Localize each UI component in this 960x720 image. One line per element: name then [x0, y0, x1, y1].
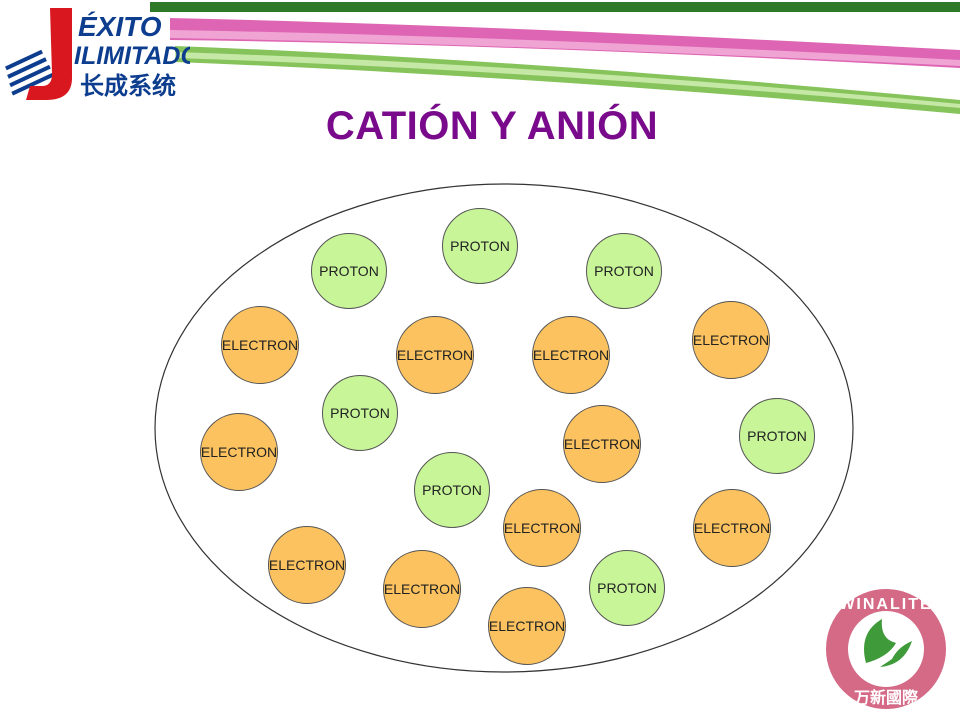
stripe-pink-light: [170, 30, 960, 66]
electron-label: ELECTRON: [488, 618, 566, 634]
stripe-green-dark: [150, 2, 960, 12]
logo-j-mark: [26, 8, 72, 100]
electron-label: ELECTRON: [268, 557, 346, 573]
proton-label: PROTON: [330, 405, 390, 421]
electron-label: ELECTRON: [221, 337, 299, 353]
winalite-leaf-icon-2: [880, 641, 912, 667]
proton-label: PROTON: [450, 238, 510, 254]
electron-particle: ELECTRON: [503, 489, 581, 567]
electron-particle: ELECTRON: [532, 316, 610, 394]
electron-particle: ELECTRON: [693, 489, 771, 567]
electron-label: ELECTRON: [396, 347, 474, 363]
winalite-chinese: 万新國際: [853, 688, 919, 707]
logo-bar-1: [5, 49, 43, 71]
electron-particle: ELECTRON: [563, 405, 641, 483]
proton-label: PROTON: [422, 482, 482, 498]
electron-particle: ELECTRON: [200, 413, 278, 491]
electron-label: ELECTRON: [692, 332, 770, 348]
logo-line1: ÉXITO: [78, 11, 162, 42]
exito-ilimitado-logo: ÉXITO ILIMITADO 长成系统: [5, 8, 190, 100]
slide-title: CATIÓN Y ANIÓN: [325, 104, 659, 148]
stripe-green-highlight: [175, 52, 960, 108]
electron-label: ELECTRON: [503, 520, 581, 536]
proton-particle: PROTON: [739, 398, 815, 474]
electron-particle: ELECTRON: [488, 587, 566, 665]
header-stripes: [150, 2, 960, 114]
electron-particle: ELECTRON: [383, 550, 461, 628]
proton-label: PROTON: [594, 263, 654, 279]
proton-particle: PROTON: [322, 375, 398, 451]
proton-particle: PROTON: [414, 452, 490, 528]
logo-bar-4: [11, 72, 55, 96]
winalite-text: WINALITE: [839, 596, 932, 613]
proton-particle: PROTON: [586, 233, 662, 309]
electron-particle: ELECTRON: [396, 316, 474, 394]
proton-label: PROTON: [747, 428, 807, 444]
logo-bar-3: [9, 64, 51, 88]
winalite-logo: WINALITE 万新國際: [826, 589, 946, 709]
proton-label: PROTON: [319, 263, 379, 279]
electron-particle: ELECTRON: [268, 526, 346, 604]
proton-particle: PROTON: [311, 233, 387, 309]
proton-particle: PROTON: [589, 550, 665, 626]
proton-label: PROTON: [597, 580, 657, 596]
electron-label: ELECTRON: [383, 581, 461, 597]
logo-bar-2: [7, 57, 47, 79]
electron-label: ELECTRON: [532, 347, 610, 363]
electron-particle: ELECTRON: [221, 306, 299, 384]
electron-label: ELECTRON: [693, 520, 771, 536]
electron-label: ELECTRON: [200, 444, 278, 460]
winalite-leaf-icon: [864, 619, 896, 663]
logo-line3: 长成系统: [80, 72, 176, 100]
proton-particle: PROTON: [442, 208, 518, 284]
logo-line2: ILIMITADO: [74, 42, 190, 70]
electron-particle: ELECTRON: [692, 301, 770, 379]
electron-label: ELECTRON: [563, 436, 641, 452]
